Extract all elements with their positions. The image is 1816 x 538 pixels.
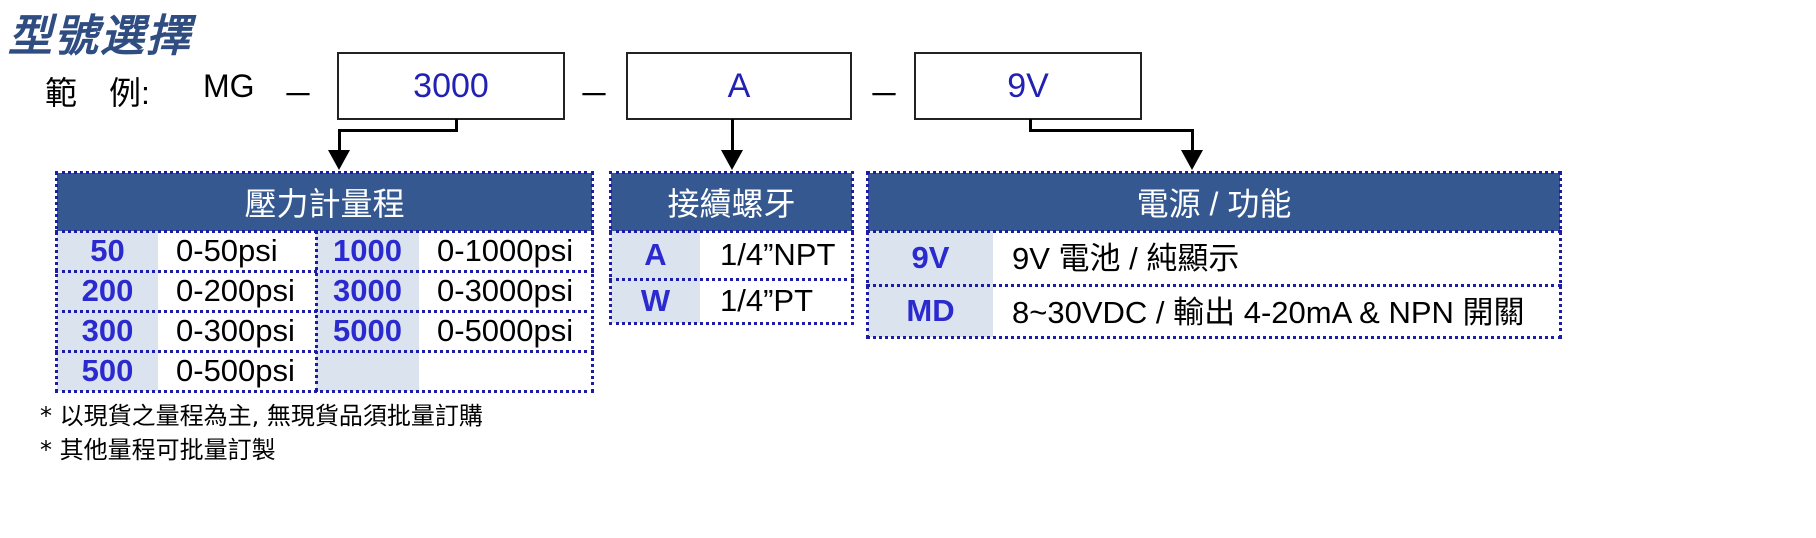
power-description: 9V 電池 / 純顯示 <box>1012 240 1240 276</box>
footnote: * 其他量程可批量訂製 <box>40 436 276 464</box>
pressure-range: 0-1000psi <box>437 233 574 268</box>
power-code: 9V <box>868 231 993 285</box>
pressure-code: 3000 <box>316 271 419 311</box>
example-code-thread: A <box>626 52 852 120</box>
power-table-header: 電源 / 功能 <box>868 173 1560 231</box>
pressure-table-header: 壓力計量程 <box>57 173 592 231</box>
separator-dash: － <box>868 77 901 113</box>
example-code-power: 9V <box>914 52 1142 120</box>
thread-code: W <box>611 279 700 323</box>
pressure-range: 0-500psi <box>176 353 295 388</box>
arrow-down-icon <box>1181 150 1203 170</box>
pressure-code: 200 <box>57 271 158 311</box>
power-code: MD <box>868 285 993 337</box>
pressure-range: 0-50psi <box>176 233 278 268</box>
pressure-code: 500 <box>57 351 158 391</box>
arrow-down-icon <box>721 150 743 170</box>
example-code-pressure: 3000 <box>337 52 565 120</box>
pressure-code: 5000 <box>316 311 419 351</box>
pressure-code: 300 <box>57 311 158 351</box>
thread-spec: 1/4”NPT <box>720 237 836 272</box>
separator-dash: － <box>282 77 315 113</box>
pressure-code: 50 <box>57 231 158 271</box>
thread-code: A <box>611 231 700 279</box>
arrow-down-icon <box>328 150 350 170</box>
example-label: 範 例: <box>45 75 150 111</box>
pressure-range: 0-200psi <box>176 273 295 308</box>
thread-spec: 1/4”PT <box>720 283 814 318</box>
separator-dash: － <box>578 77 611 113</box>
thread-table-header: 接續螺牙 <box>611 173 852 231</box>
page-title: 型號選擇 <box>8 11 192 62</box>
pressure-code: 1000 <box>316 231 419 271</box>
pressure-range: 0-3000psi <box>437 273 574 308</box>
power-description: 8~30VDC / 輸出 4-20mA & NPN 開關 <box>1012 294 1525 330</box>
pressure-range: 0-5000psi <box>437 313 574 348</box>
empty-code-cell <box>316 351 419 391</box>
pressure-range: 0-300psi <box>176 313 295 348</box>
footnote: * 以現貨之量程為主, 無現貨品須批量訂購 <box>40 402 483 430</box>
example-prefix: MG <box>203 68 255 104</box>
